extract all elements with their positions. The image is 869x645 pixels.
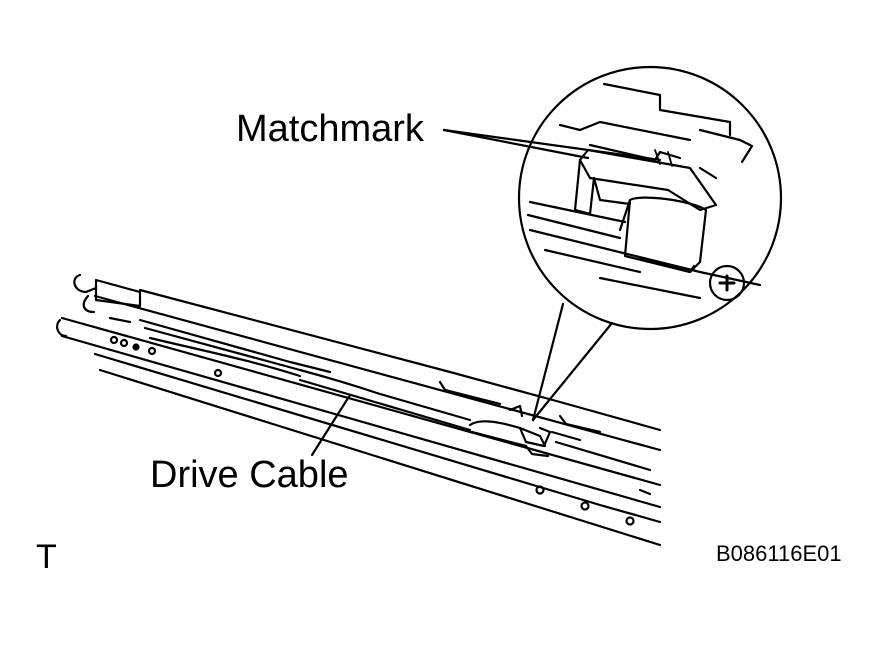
leader-lines [310,128,662,457]
view-letter: T [36,538,57,576]
rail-assembly [56,273,662,547]
drive-cable-leader [310,393,352,457]
detail-magnifier [517,65,783,422]
matchmark-leader-1 [442,128,590,160]
phillips-screw-icon [708,264,746,302]
drive-cable-label: Drive Cable [150,454,349,496]
matchmark-leader-2 [442,128,662,162]
matchmark-label: Matchmark [236,108,424,150]
figure-code: B086116E01 [716,541,842,566]
